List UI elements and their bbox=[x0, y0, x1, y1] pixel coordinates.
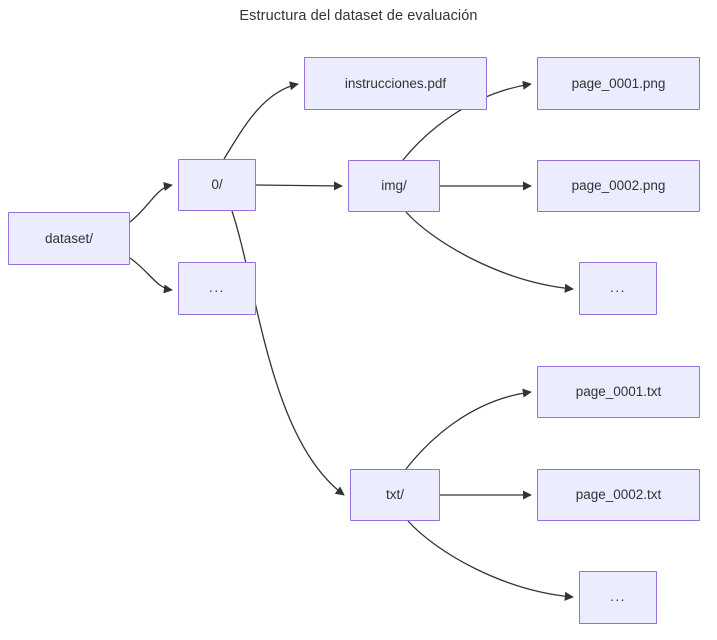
node-label: page_0001.txt bbox=[575, 384, 662, 400]
node-page-0002-txt[interactable]: page_0002.txt bbox=[537, 469, 700, 521]
node-label: page_0002.txt bbox=[575, 487, 662, 503]
edge-dataset-to-0 bbox=[129, 182, 173, 223]
node-txt-ellipsis[interactable]: ... bbox=[579, 571, 657, 624]
node-label: txt/ bbox=[385, 487, 404, 503]
edge-0-to-txt bbox=[231, 210, 345, 496]
node-txt[interactable]: txt/ bbox=[350, 469, 440, 521]
node-label: ... bbox=[208, 279, 226, 295]
node-label: page_0001.png bbox=[571, 75, 666, 91]
node-img-ellipsis[interactable]: ... bbox=[579, 262, 657, 315]
node-page-0001-txt[interactable]: page_0001.txt bbox=[537, 366, 700, 418]
node-label: ... bbox=[609, 588, 627, 604]
node-label: img/ bbox=[381, 178, 407, 194]
page-title: Estructura del dataset de evaluación bbox=[239, 8, 478, 24]
node-instrucciones-pdf[interactable]: instrucciones.pdf bbox=[304, 57, 487, 110]
edge-txt-to-dots bbox=[407, 520, 574, 601]
edge-0-to-img bbox=[255, 181, 343, 191]
node-page-0002-png[interactable]: page_0002.png bbox=[537, 160, 700, 212]
edge-img-to-dots bbox=[405, 211, 574, 293]
node-label: page_0002.png bbox=[571, 178, 666, 194]
node-label: 0/ bbox=[211, 177, 223, 193]
node-dataset[interactable]: dataset/ bbox=[8, 212, 130, 265]
node-0[interactable]: 0/ bbox=[178, 159, 256, 211]
edge-dataset-to-dots bbox=[129, 257, 173, 294]
node-label: ... bbox=[609, 279, 627, 295]
node-dataset-ellipsis[interactable]: ... bbox=[178, 262, 256, 315]
node-page-0001-png[interactable]: page_0001.png bbox=[537, 57, 700, 110]
node-label: dataset/ bbox=[44, 230, 94, 246]
edge-txt-to-txt1 bbox=[405, 388, 532, 470]
node-img[interactable]: img/ bbox=[348, 160, 440, 212]
node-label: instrucciones.pdf bbox=[344, 75, 447, 91]
edge-0-to-instrucciones bbox=[223, 81, 299, 160]
